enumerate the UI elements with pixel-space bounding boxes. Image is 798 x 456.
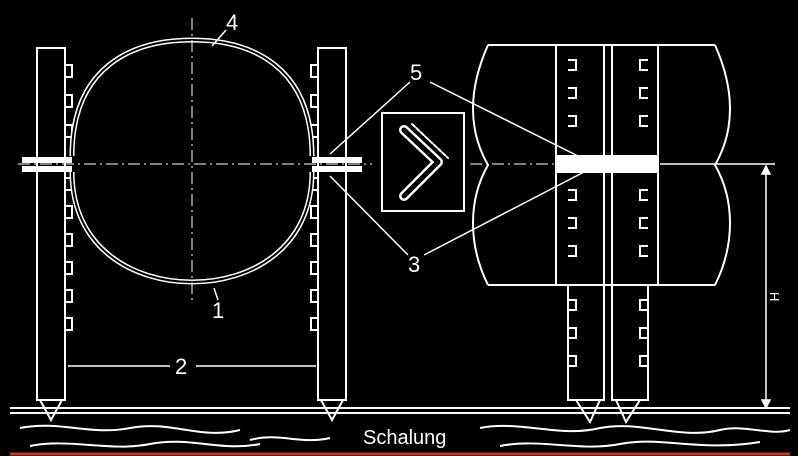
left-post (36, 47, 73, 423)
dimension-height (660, 163, 775, 410)
label-4: 4 (226, 10, 238, 35)
clamp-flange-left (22, 157, 72, 172)
label-formwork: Schalung (363, 427, 446, 449)
label-2: 2 (175, 354, 187, 379)
detail-inset (381, 112, 465, 212)
side-view-posts (567, 59, 649, 425)
label-5: 5 (410, 60, 422, 85)
side-view-clamp (555, 44, 659, 286)
right-post (310, 47, 347, 423)
leader-lines (211, 29, 587, 301)
ground-formwork (10, 407, 791, 456)
label-1: 1 (212, 298, 224, 323)
clamp-flange-right (312, 157, 362, 172)
label-3: 3 (408, 252, 420, 277)
label-height: H (767, 292, 782, 301)
